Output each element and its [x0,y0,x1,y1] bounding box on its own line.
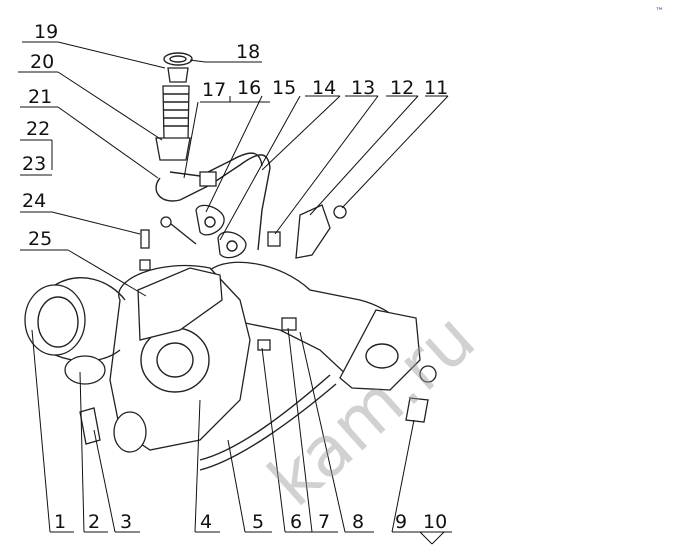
fitting-19 [167,67,189,83]
gasket-15 [217,231,247,259]
compressor-inlet-1 [24,284,86,356]
parts-illustration [24,52,437,471]
callout-4: 4 [200,511,212,533]
callout-6: 6 [290,511,302,533]
callout-9: 9 [395,511,407,533]
callout-10: 10 [423,511,447,533]
callout-14: 14 [312,77,336,99]
callout-24: 24 [22,190,46,212]
pipe-nut-17 [199,171,217,187]
bolt-13 [267,231,281,247]
manifold-flange-8 [339,309,421,391]
callout-2: 2 [88,511,100,533]
bellows-20 [162,85,190,141]
callout-18: 18 [236,41,260,63]
stud-6 [257,339,271,351]
callout-3: 3 [120,511,132,533]
leader-lines [18,41,452,545]
stud-7 [281,317,297,331]
callout-numbers: 19 18 20 21 22 23 24 25 17 16 15 14 13 1… [22,21,448,533]
callout-16: 16 [237,77,261,99]
callout-5: 5 [252,511,264,533]
callout-7: 7 [318,511,330,533]
callout-1: 1 [54,511,66,533]
turbine-outlet [113,411,147,453]
bolt-9 [405,397,429,423]
callout-23: 23 [22,153,46,175]
gasket-16 [195,204,225,236]
mounting-plate-25 [137,267,223,341]
callout-15: 15 [272,77,296,99]
callout-13: 13 [351,77,375,99]
oil-pipe-17-edge [169,152,263,177]
callout-17: 17 [202,79,226,101]
callout-22: 22 [26,118,50,140]
callout-20: 20 [30,51,54,73]
callout-11: 11 [424,77,448,99]
callout-21: 21 [28,86,52,108]
cap-11 [333,205,347,219]
oil-pipe-17 [155,154,271,251]
gasket-18-inner [169,55,187,63]
bracket-12 [295,204,331,259]
clamp-21 [155,137,191,161]
bolt-24 [140,229,150,249]
corner-mark: ™ [655,7,664,17]
callout-12: 12 [390,77,414,99]
washer-10 [419,365,437,383]
gasket-18 [163,52,193,66]
callout-25: 25 [28,228,52,250]
pipe-3 [79,407,101,445]
nut-24 [139,259,151,271]
callout-8: 8 [352,511,364,533]
drain-line-5 [199,374,331,461]
callout-19: 19 [34,21,58,43]
clamp-2 [64,355,106,385]
